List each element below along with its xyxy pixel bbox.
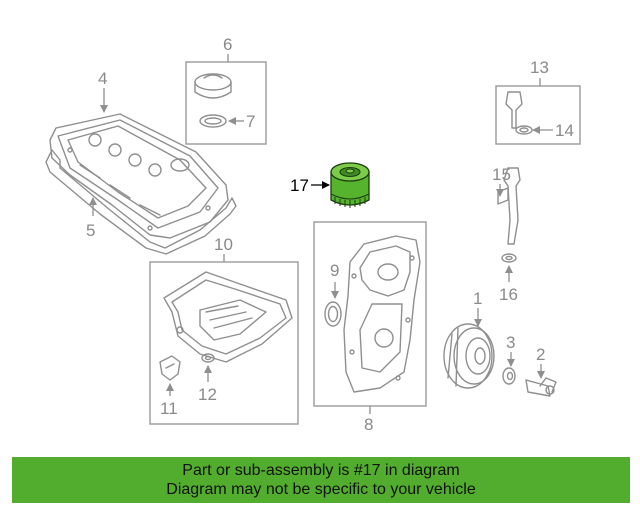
oil-filter-part-17[interactable]: 17 — [290, 162, 370, 208]
notice-banner: Part or sub-assembly is #17 in diagram D… — [12, 457, 630, 503]
oil-filler-cap-group[interactable]: 6 7 — [185, 35, 267, 145]
callout-2: 2 — [536, 345, 545, 364]
callout-1: 1 — [473, 289, 482, 308]
timing-cover-group[interactable]: 9 8 — [313, 221, 427, 434]
callout-7: 7 — [246, 112, 255, 131]
callout-6: 6 — [223, 35, 232, 54]
crankshaft-pulley-group[interactable]: 1 — [443, 289, 495, 389]
callout-4: 4 — [98, 69, 107, 88]
notice-line-2: Diagram may not be specific to your vehi… — [166, 481, 476, 498]
callout-9: 9 — [330, 261, 339, 280]
dipstick-tube-group[interactable]: 15 16 — [492, 165, 521, 304]
callout-14: 14 — [555, 121, 574, 140]
callout-10: 10 — [214, 235, 233, 254]
callout-11: 11 — [160, 399, 178, 418]
oil-pan-group[interactable]: 10 11 12 — [149, 235, 299, 425]
callout-17: 17 — [290, 176, 309, 195]
callout-13: 13 — [530, 58, 549, 77]
washer-group[interactable]: 3 — [502, 333, 516, 385]
dipstick-group[interactable]: 13 14 — [495, 58, 581, 145]
notice-line-1: Part or sub-assembly is #17 in diagram — [182, 462, 460, 479]
callout-12: 12 — [198, 385, 217, 404]
callout-8: 8 — [364, 415, 373, 434]
callout-5: 5 — [86, 221, 95, 240]
bolt-group[interactable]: 2 — [525, 345, 557, 397]
callout-15: 15 — [492, 165, 511, 184]
callout-3: 3 — [506, 333, 515, 352]
valve-cover-assembly[interactable]: 4 5 — [45, 69, 237, 255]
parts-diagram: 4 5 6 7 17 — [45, 35, 581, 434]
callout-16: 16 — [499, 285, 518, 304]
